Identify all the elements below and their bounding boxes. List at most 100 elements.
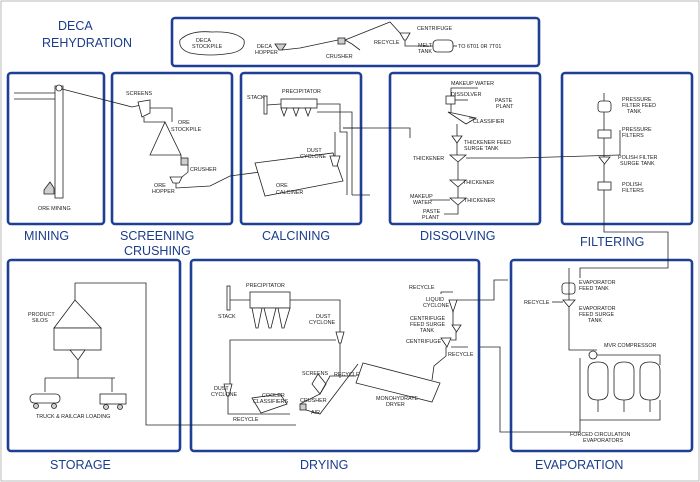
mining-machine (43, 181, 55, 195)
label-makeup-water-2b: WATER (413, 200, 432, 206)
label-thickener-feed-2: SURGE TANK (464, 146, 499, 152)
label-ore-hopper-2: HOPPER (152, 189, 175, 195)
crusher-top (337, 37, 346, 45)
label-dust-cyclone-dry2-1: DUST (214, 386, 229, 392)
panel-filtering (560, 71, 694, 226)
drying-equipment (223, 279, 508, 415)
label-thickener-2: THICKENER (463, 180, 494, 186)
label-dissolver: DISSOLVER (451, 92, 482, 98)
section-title-deca: DECA (58, 19, 93, 33)
ore-hopper (169, 176, 183, 184)
evaporator-feed-tank (561, 282, 576, 295)
product-silos (53, 327, 102, 351)
hoist-wheel (55, 84, 63, 92)
truck (29, 393, 61, 404)
label-polish-surge-1: POLISH FILTER (618, 155, 658, 161)
deca-stockpile (179, 31, 245, 56)
polish-filters (597, 181, 612, 191)
label-recycle-top: RECYCLE (374, 40, 400, 46)
ore-stockpile (149, 121, 182, 156)
label-cft-3: TANK (420, 328, 434, 334)
label-cooler-2: CLASSIFIERS (253, 399, 288, 405)
label-pff-1: PRESSURE (622, 97, 652, 103)
label-ore-stockpile-1: ORE (178, 120, 190, 126)
label-melt-tank-2: TANK (418, 49, 432, 55)
panel-screening-crushing (110, 71, 234, 226)
inter-section-flows (343, 127, 621, 294)
label-ore-mining: ORE MINING (38, 206, 71, 212)
section-title-drying: DRYING (300, 458, 348, 472)
label-evap-feed-surge-3: TANK (588, 318, 602, 324)
pressure-filter-feed-tank (597, 100, 612, 113)
section-title-rehydration: REHYDRATION (42, 36, 132, 50)
classifier (447, 111, 478, 125)
label-evap-feed-surge-2: FEED SURGE (579, 312, 614, 318)
dissolving-equipment (430, 87, 621, 215)
label-mvr-compressor: MVR COMPRESSOR (604, 343, 657, 349)
product-silo-roof (53, 299, 102, 329)
label-pff-2: FILTER FEED (622, 103, 656, 109)
storage-equipment (29, 282, 296, 426)
panel-deca-rehydration (170, 16, 541, 68)
calcining-equipment (254, 95, 411, 197)
label-product-silos-1: PRODUCT (28, 312, 55, 318)
label-classifier: CLASSIFIER (473, 119, 505, 125)
centrifuge-feed-surge-tank (451, 324, 462, 333)
label-recycle-dry4: RECYCLE (448, 352, 474, 358)
label-recycle-dry1: RECYCLE (334, 372, 360, 378)
label-polish-filters-1: POLISH (622, 182, 642, 188)
label-paste-plant-1b: PLANT (496, 104, 514, 110)
label-thickener-1: THICKENER (413, 156, 444, 162)
label-product-silos-2: SILOS (32, 318, 48, 324)
label-ore-stockpile-2: STOCKPILE (171, 127, 202, 133)
label-dust-cyclone-dry1-1: DUST (316, 314, 331, 320)
label-recycle-dry2: RECYCLE (233, 417, 259, 423)
thickener-1 (448, 154, 468, 163)
label-paste-plant-2b: PLANT (422, 215, 440, 221)
label-ore-calciner-1: ORE (276, 183, 288, 189)
label-stack-dry: STACK (218, 314, 236, 320)
label-centrifuge-top: CENTRIFUGE (417, 26, 452, 32)
evaporator-feed-surge-tank (562, 299, 576, 308)
panel-evaporation (509, 258, 694, 453)
crusher-dry (299, 403, 307, 411)
section-title-dissolving: DISSOLVING (420, 229, 495, 243)
label-crusher-sc: CRUSHER (190, 167, 217, 173)
mvr-compressor (588, 350, 598, 360)
label-pff-3: TANK (627, 109, 641, 115)
label-stack-cal: STACK (247, 95, 265, 101)
crusher-sc (180, 157, 189, 166)
label-melt-tank-1: MELT (418, 43, 433, 49)
polish-filter-surge-tank (598, 156, 611, 165)
label-thickener-feed-1: THICKENER FEED (464, 140, 511, 146)
label-crusher-top: CRUSHER (326, 54, 353, 60)
label-screens-sc: SCREENS (126, 91, 152, 97)
label-cft-1: CENTRIFUGE (410, 316, 445, 322)
label-recycle-evap: RECYCLE (524, 300, 550, 306)
panel-drying (189, 258, 481, 453)
mine-shaft (54, 85, 64, 199)
label-cft-2: FEED SURGE (410, 322, 445, 328)
ore-calciner (254, 152, 344, 197)
cooler-classifiers (251, 393, 288, 414)
section-title-filtering: FILTERING (580, 235, 644, 249)
panel-mining (6, 71, 106, 226)
label-crusher-dry: CRUSHER (300, 398, 327, 404)
label-makeup-water-1: MAKEUP WATER (451, 81, 494, 87)
label-dust-cyclone-dry1-2: CYCLONE (309, 320, 335, 326)
panel-calcining (239, 71, 363, 226)
label-centrifuge-dry: CENTRIFUGE (406, 339, 441, 345)
label-deca-hopper-2: HOPPER (255, 50, 278, 56)
label-dust-cyclone-cal-1: DUST (307, 148, 322, 154)
label-paste-plant-2a: PASTE (423, 209, 441, 215)
pressure-filters (597, 129, 612, 139)
label-precipitator-cal: PRECIPITATOR (282, 89, 321, 95)
filtering-equipment (579, 93, 669, 278)
panel-storage (6, 258, 182, 453)
dust-cyclone-dry2 (223, 383, 233, 397)
label-pressure-filters-1: PRESSURE (622, 127, 652, 133)
screens-sc (137, 99, 151, 118)
screens-dry (311, 373, 327, 395)
label-precipitator-dry: PRECIPITATOR (246, 283, 285, 289)
